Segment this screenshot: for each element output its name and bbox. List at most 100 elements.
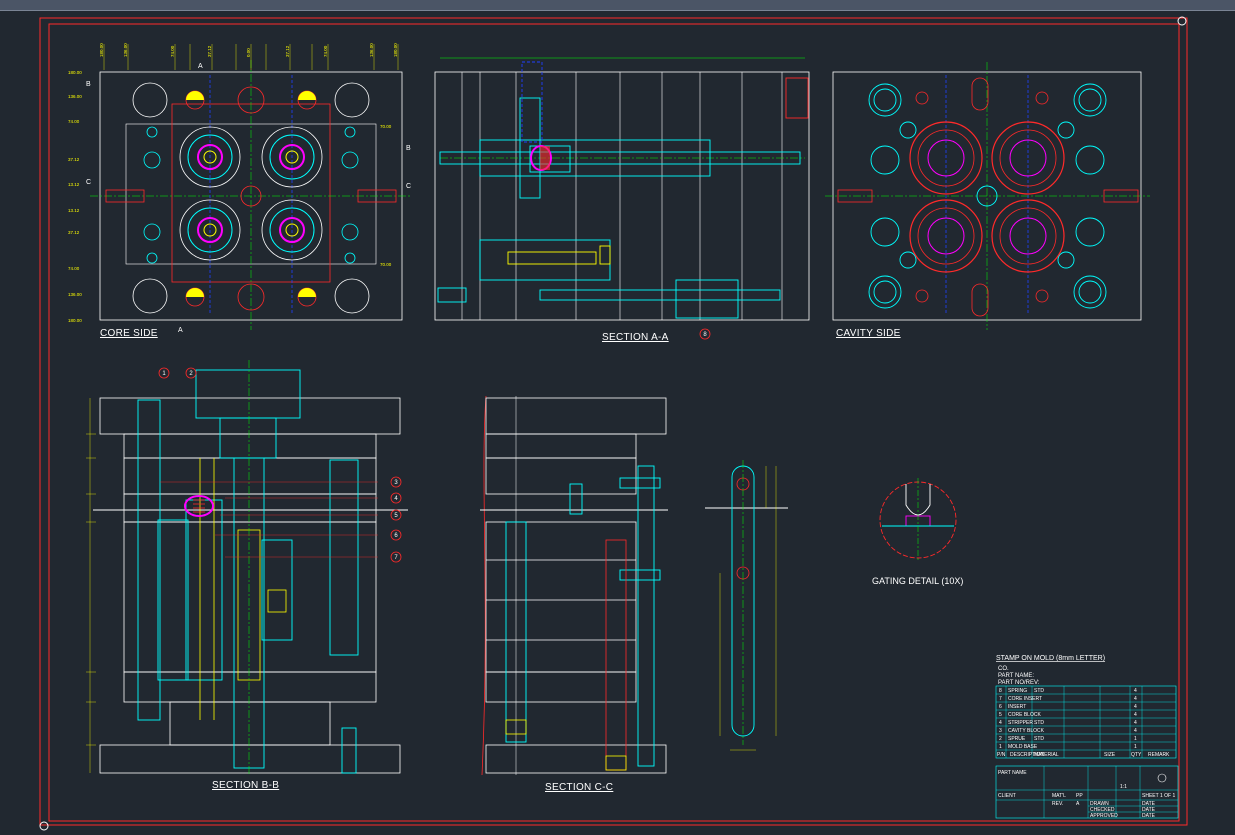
balloon-icon[interactable] — [158, 367, 170, 379]
cavity-side-view: CAVITY SIDE — [825, 62, 1150, 339]
gating-detail-label: GATING DETAIL (10X) — [872, 576, 963, 586]
balloon-number: 4 — [394, 496, 398, 502]
svg-text:13.12: 13.12 — [68, 208, 80, 213]
core-side-label: CORE SIDE — [100, 328, 158, 339]
title-date: DATE — [1142, 807, 1156, 813]
bom-cell-pn: 7 — [999, 696, 1002, 702]
balloon-icon[interactable] — [390, 509, 402, 521]
balloon-number: 5 — [394, 513, 398, 519]
bom-cell-pn: 5 — [999, 712, 1002, 718]
section-marker-a: A — [198, 63, 203, 70]
bom-cell-desc: CORE BLOCK — [1008, 712, 1041, 718]
title-client: CLIENT — [998, 793, 1016, 799]
cavity-side-label: CAVITY SIDE — [836, 328, 901, 339]
title-rev: REV. — [1052, 801, 1063, 807]
gating-detail-view: GATING DETAIL (10X) — [872, 478, 963, 586]
bom-header-material: MATERIAL — [1034, 752, 1059, 758]
bom-header-remark: REMARK — [1148, 752, 1170, 758]
bom-cell-pn: 6 — [999, 704, 1002, 710]
balloon-number: 2 — [189, 371, 193, 377]
title-matl: MAT'L — [1052, 793, 1066, 799]
sheet-inner-border — [48, 23, 1180, 822]
title-date: DATE — [1142, 801, 1156, 807]
title-checked: CHECKED — [1090, 807, 1115, 813]
svg-text:136.00: 136.00 — [68, 94, 82, 99]
section-marker-b: B — [406, 145, 411, 152]
svg-text:74.00: 74.00 — [68, 119, 80, 124]
title-matl-value: PP — [1076, 793, 1083, 799]
bom-cell-desc: CORE INSERT — [1008, 696, 1042, 702]
title-drawn: DRAWN — [1090, 801, 1109, 807]
bom-cell-mat: STD — [1034, 736, 1044, 742]
bom-cell-desc: STRIPPER — [1008, 720, 1033, 726]
title-sheet: SHEET 1 OF 1 — [1142, 793, 1175, 799]
balloon-icon[interactable] — [390, 476, 402, 488]
svg-text:37.12: 37.12 — [285, 45, 290, 57]
svg-text:136.00: 136.00 — [369, 43, 374, 57]
section-bb-view: SECTION B-B — [86, 360, 408, 791]
title-block: PART NAME CLIENT MAT'L PP REV. A 1:1 SHE… — [995, 765, 1179, 819]
bom-cell-desc: SPRING — [1008, 688, 1027, 694]
title-approved: APPROVED — [1090, 813, 1118, 819]
bom-cell-qty: 4 — [1134, 688, 1137, 694]
bom-cell-desc: INSERT — [1008, 704, 1026, 710]
svg-text:37.12: 37.12 — [68, 157, 80, 162]
bom-cell-qty: 4 — [1134, 696, 1137, 702]
window-top-bar — [0, 0, 1235, 11]
balloon-icon[interactable] — [390, 529, 402, 541]
bom-cell-qty: 1 — [1134, 736, 1137, 742]
section-bb-label: SECTION B-B — [212, 780, 279, 791]
svg-text:70.00: 70.00 — [380, 262, 392, 267]
bom-cell-qty: 1 — [1134, 744, 1137, 750]
bom-cell-qty: 4 — [1134, 712, 1137, 718]
balloon-icon[interactable] — [390, 551, 402, 563]
bom-cell-pn: 2 — [999, 736, 1002, 742]
bom-cell-desc: SPRUE — [1008, 736, 1026, 742]
stamp-line: PART NO/REV: — [998, 680, 1040, 686]
title-date: DATE — [1142, 813, 1156, 819]
balloon-number: 8 — [703, 332, 707, 338]
section-cc-label: SECTION C-C — [545, 782, 613, 793]
corner-grip-icon[interactable] — [39, 821, 49, 831]
bom-cell-desc: MOLD BASE — [1008, 744, 1038, 750]
svg-text:74.00: 74.00 — [170, 45, 175, 57]
svg-text:180.00: 180.00 — [68, 318, 82, 323]
svg-text:180.00: 180.00 — [99, 43, 104, 57]
balloon-number: 6 — [394, 533, 398, 539]
svg-text:37.12: 37.12 — [207, 45, 212, 57]
balloon-group — [158, 328, 711, 563]
stamp-line: PART NAME: — [998, 673, 1034, 679]
title-scale: 1:1 — [1120, 784, 1127, 790]
balloon-icon[interactable] — [699, 328, 711, 340]
svg-text:37.12: 37.12 — [68, 230, 80, 235]
svg-text:70.00: 70.00 — [380, 124, 392, 129]
corner-grip-icon[interactable] — [1177, 16, 1187, 26]
section-aa-view: SECTION A-A — [434, 57, 810, 343]
bom-cell-pn: 1 — [999, 744, 1002, 750]
svg-text:136.00: 136.00 — [68, 292, 82, 297]
section-marker-a: A — [178, 327, 183, 334]
stamp-note: STAMP ON MOLD (8mm LETTER) CO. PART NAME… — [996, 655, 1105, 686]
stamp-title: STAMP ON MOLD (8mm LETTER) — [996, 655, 1105, 662]
balloon-number: 3 — [394, 480, 398, 486]
svg-text:74.00: 74.00 — [68, 266, 80, 271]
balloon-icon[interactable] — [185, 367, 197, 379]
slide-detail-view — [705, 460, 788, 751]
svg-text:74.00: 74.00 — [323, 45, 328, 57]
svg-text:136.00: 136.00 — [123, 43, 128, 57]
bom-header-description: DESCRIPTION — [1010, 752, 1045, 758]
svg-text:180.00: 180.00 — [68, 70, 82, 75]
bom-header-qty: QTY — [1131, 752, 1142, 758]
balloon-number: 7 — [394, 555, 398, 561]
svg-text:0.00: 0.00 — [246, 48, 251, 57]
bom-cell-mat: STD — [1034, 688, 1044, 694]
svg-text:13.12: 13.12 — [68, 182, 80, 187]
section-marker-c: C — [86, 179, 91, 186]
balloon-icon[interactable] — [390, 492, 402, 504]
bom-cell-pn: 3 — [999, 728, 1002, 734]
section-marker-b: B — [86, 81, 91, 88]
section-cc-view: SECTION C-C — [480, 395, 668, 793]
bom-cell-mat: STD — [1034, 720, 1044, 726]
